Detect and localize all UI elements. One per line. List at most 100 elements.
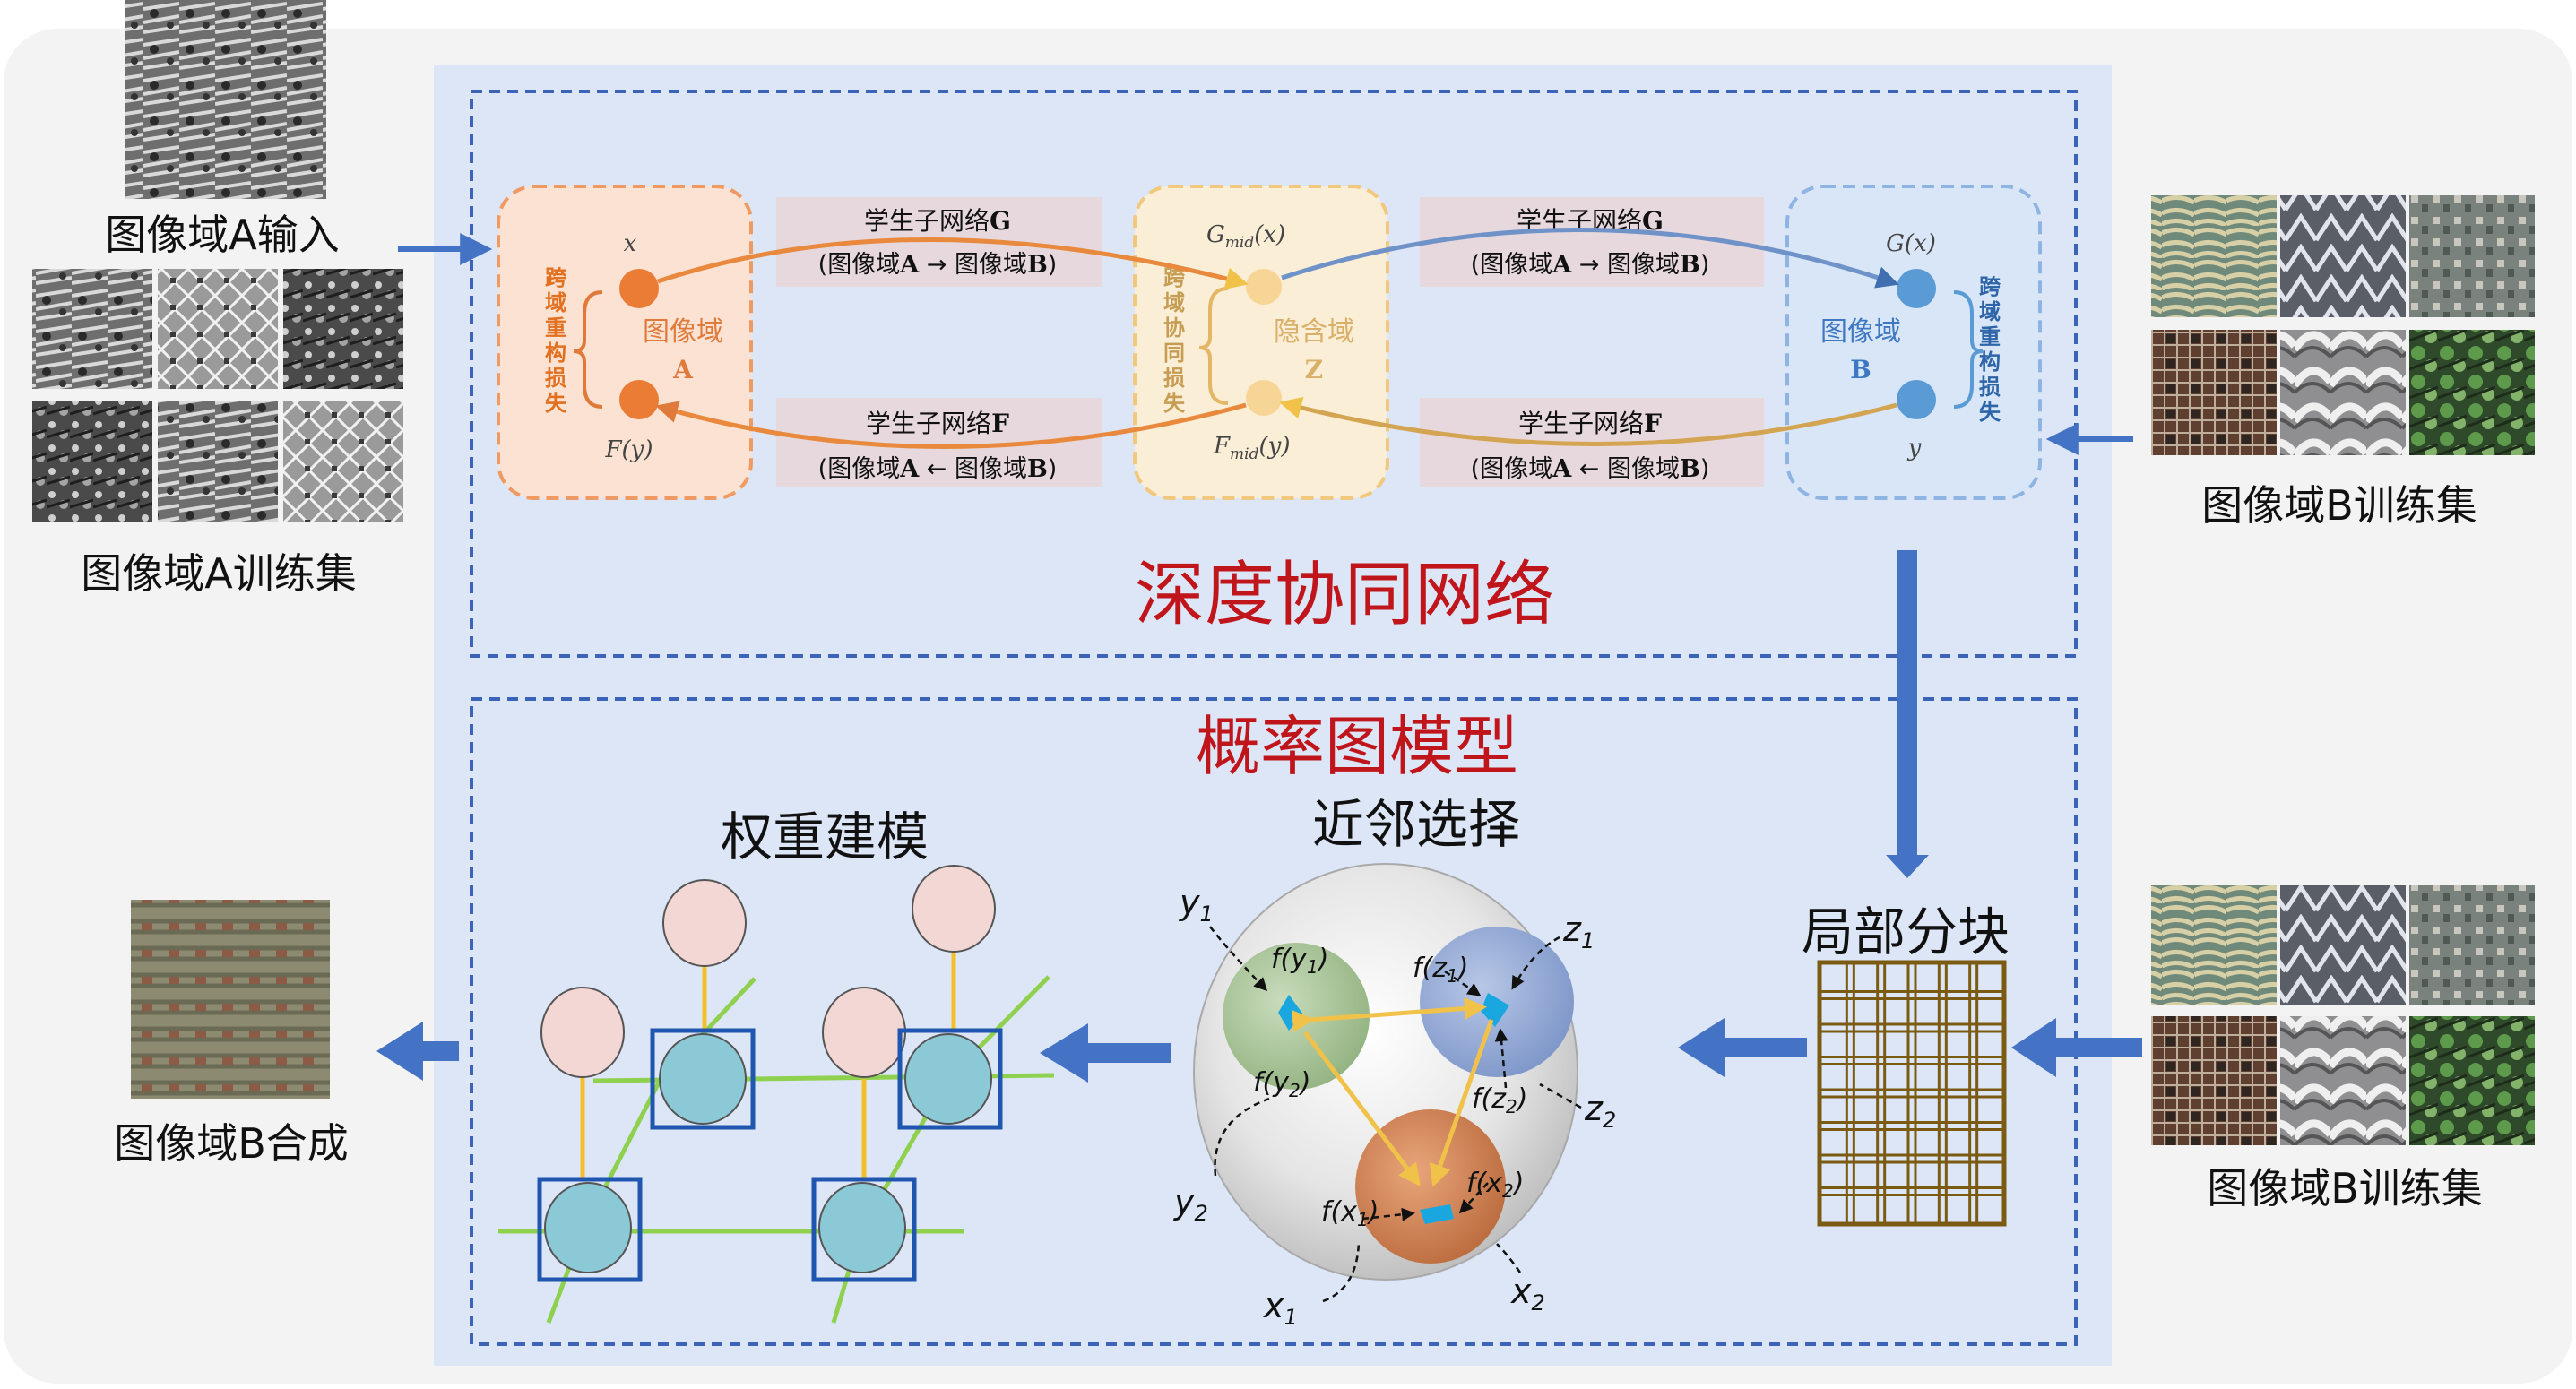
svg-text:(图像域A → 图像域B): (图像域A → 图像域B) [818,251,1058,279]
loss-char: 重 [1979,324,2001,349]
pair-marker-z [1481,993,1509,1027]
label-x1: x1 [1263,1286,1298,1330]
label-fz1: f(z1) [1413,953,1468,987]
label-x2: x2 [1510,1272,1545,1316]
svg-text:学生子网络G: 学生子网络G [864,206,1011,236]
loss-char: 损 [1979,375,2001,400]
svg-text:学生子网络F: 学生子网络F [1518,409,1662,438]
loss-char: 失 [1979,400,2001,425]
pointer-fx1 [1361,1207,1415,1221]
domain-a-x-label: x [624,230,637,257]
label-fz2: f(z2) [1472,1083,1527,1117]
net-g-right-box [1420,197,1764,287]
arrow-z-to-b [1281,227,1899,289]
link-y-z [1292,996,1487,1032]
arrow-neighbor-to-weight [1040,1023,1171,1083]
domain-a-train-grid [32,269,403,522]
pointer-fz2 [1494,1028,1508,1089]
latent-name: 隐含域 [1274,316,1354,348]
domain-b-box [1785,185,2042,500]
svg-text:(图像域A ← 图像域B): (图像域A ← 图像域B) [818,455,1058,483]
domain-a-node-x [619,269,659,308]
deep-network-title: 深度协同网络 [1135,555,1554,635]
domain-b-node-gx [1897,269,1936,308]
arrow-b-to-z [1279,396,1897,446]
local-patch-label: 局部分块 [1802,902,2010,962]
pointer-y1 [1209,926,1268,992]
loss-char: 损 [545,366,566,391]
domain-a-node-fy [619,380,659,419]
domain-b-name: 图像域 [1820,316,1901,348]
loss-char: 失 [1163,391,1186,416]
domain-b-train-grid-top [2151,195,2535,455]
domain-b-node-y [1897,380,1936,419]
pointer-z2 [1539,1083,1582,1109]
loss-char: 构 [1979,349,2001,375]
loss-char: 域 [545,290,566,315]
loss-char: 协 [1163,315,1185,341]
latent-node-g [1246,269,1282,305]
loss-char: 域 [1163,290,1185,315]
loss-char: 失 [545,391,567,416]
link-z-x [1429,1019,1494,1187]
domain-b-output-image [131,900,330,1099]
graph-model-title: 概率图模型 [1196,709,1518,784]
domain-b-letter: B [1850,355,1871,384]
latent-node-f [1246,380,1282,416]
label-fy2: f(y2) [1253,1067,1310,1101]
loss-char: 跨 [545,265,567,290]
domain-a-name: 图像域 [643,316,723,348]
net-f-left-label: 学生子网络F (图像域A ← 图像域B) [818,409,1058,483]
pointer-fz1 [1444,970,1482,996]
label-y1: y1 [1179,883,1214,927]
local-patch-grid [1817,960,2007,1227]
domain-a-input-image [125,0,326,199]
arrow-a-to-z [657,237,1249,290]
label-fx1: f(x1) [1321,1196,1379,1230]
pointer-fx2 [1458,1182,1489,1214]
weight-graph [498,865,1055,1324]
pointer-y2 [1214,1097,1270,1177]
label-fx2: f(x2) [1466,1168,1524,1202]
latent-brace [1198,287,1229,405]
loss-char: 构 [545,341,566,366]
label-z1: z1 [1562,910,1595,953]
loss-char: 损 [1163,366,1185,391]
loss-char: 跨 [1979,274,2001,299]
domain-a-train-label: 图像域A训练集 [81,549,356,598]
latent-letter: Z [1305,355,1323,384]
deep-network-frame [470,90,2078,658]
link-y-x [1303,1031,1421,1186]
latent-g-label: Gmid(x) [1206,221,1285,252]
domain-b-gx-label: G(x) [1886,230,1936,257]
down-arrow-head [1886,855,1929,878]
domain-a-fy-label: F(y) [604,436,653,463]
domain-b-train-grid-bottom [2151,885,2535,1145]
arrow-patch-to-neighbor [1678,1018,1807,1077]
pair-marker-x [1420,1204,1454,1224]
domain-a-letter: A [672,355,694,384]
svg-text:(图像域A ← 图像域B): (图像域A ← 图像域B) [1471,455,1710,483]
loss-char: 重 [545,315,566,341]
label-z2: z2 [1584,1089,1616,1133]
domain-a-box [497,185,753,500]
pair-marker-y [1278,995,1303,1031]
arrow-weight-to-output [376,1022,459,1081]
patch-frame [1817,960,2007,1227]
domain-b-train-top-label: 图像域B训练集 [2201,481,2477,530]
label-y2: y2 [1173,1182,1208,1226]
svg-text:(图像域A → 图像域B): (图像域A → 图像域B) [1471,251,1710,279]
weight-modeling-label: 权重建模 [721,807,929,867]
net-g-right-label: 学生子网络G (图像域A → 图像域B) [1471,206,1710,279]
arrow-z-to-a [655,401,1247,449]
svg-text:学生子网络F: 学生子网络F [866,409,1009,438]
net-g-left-label: 学生子网络G (图像域A → 图像域B) [818,206,1058,279]
net-f-right-label: 学生子网络F (图像域A ← 图像域B) [1471,409,1710,483]
domain-b-train-bottom-label: 图像域B训练集 [2207,1164,2483,1212]
domain-b-y-label: y [1907,435,1922,462]
loss-char: 同 [1163,341,1185,366]
